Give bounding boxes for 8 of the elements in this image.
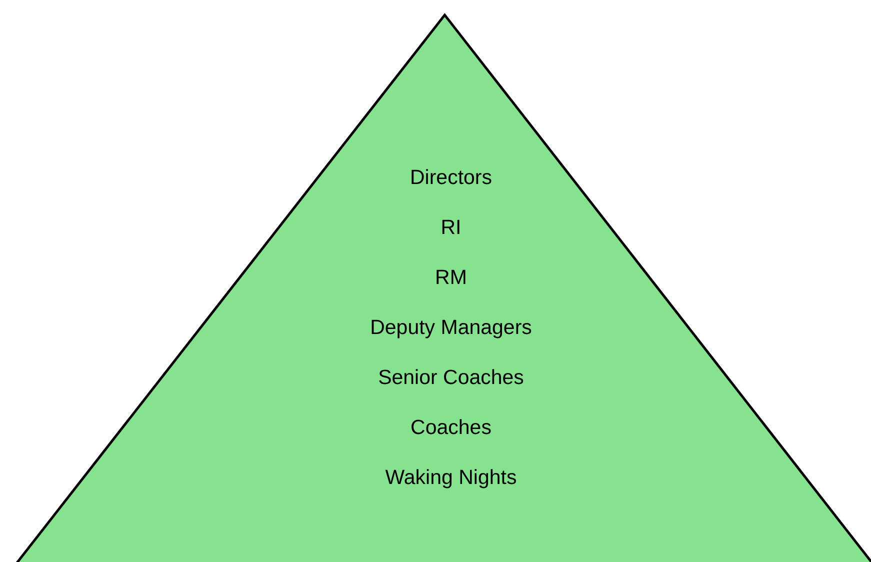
tier-label: Coaches	[410, 416, 492, 440]
tier-label: RI	[440, 216, 462, 240]
tier-label: Directors	[410, 166, 492, 190]
tier-label: RM	[435, 266, 467, 290]
tier-label: Deputy Managers	[370, 316, 532, 340]
tier-label: Waking Nights	[385, 466, 517, 490]
tier-label: Senior Coaches	[378, 366, 524, 390]
pyramid-shape	[15, 14, 871, 562]
